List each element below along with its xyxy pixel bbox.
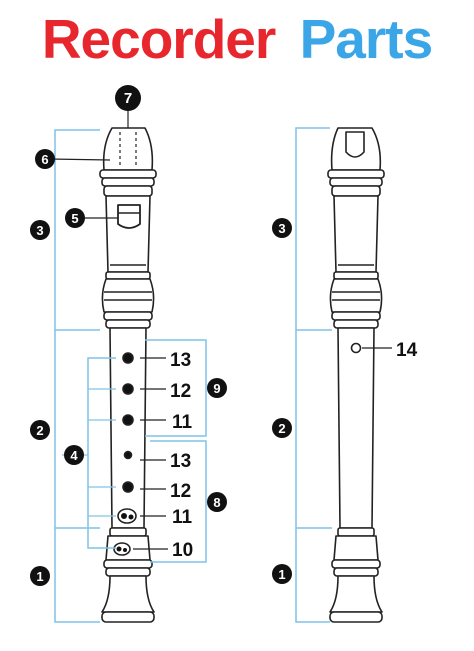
hole-12a [122, 383, 134, 395]
svg-text:4: 4 [70, 448, 78, 463]
svg-text:2: 2 [36, 423, 43, 438]
badge-3-left: 3 [30, 220, 50, 240]
svg-text:9: 9 [213, 381, 220, 396]
hole-12b [122, 481, 134, 493]
thumb-hole [350, 342, 362, 354]
back-recorder [327, 127, 385, 623]
badge-7: 7 [115, 85, 141, 111]
badge-9: 9 [207, 378, 227, 398]
badge-8: 8 [207, 492, 227, 512]
label-13-upper: 13 [170, 350, 191, 371]
badge-3-right: 3 [272, 218, 292, 238]
svg-text:8: 8 [213, 495, 220, 510]
front-brackets [54, 129, 207, 623]
title-parts: Parts [299, 8, 434, 70]
label-10: 10 [172, 540, 193, 561]
window-labium [117, 204, 141, 229]
hole-11a [122, 414, 134, 426]
badge-6: 6 [35, 149, 55, 169]
label-13-lower: 13 [170, 451, 191, 472]
svg-text:7: 7 [124, 90, 132, 107]
badge-1-left: 1 [30, 566, 50, 586]
svg-text:1: 1 [36, 569, 43, 584]
svg-text:5: 5 [71, 211, 78, 226]
svg-text:1: 1 [278, 567, 285, 582]
title-recorder: Recorder [41, 8, 276, 70]
badge-5: 5 [65, 208, 85, 228]
svg-text:3: 3 [36, 223, 43, 238]
badge-4: 4 [64, 445, 84, 465]
thumb-rest-notch [345, 131, 365, 158]
label-14: 14 [396, 340, 418, 361]
badge-1-right: 1 [272, 564, 292, 584]
beak-mouthpiece [102, 127, 154, 171]
hole-13a [122, 352, 134, 364]
back-brackets [295, 127, 332, 623]
page-title: Recorder Parts [0, 4, 474, 74]
label-11-upper: 11 [172, 412, 193, 433]
badge-2-right: 2 [272, 418, 292, 438]
front-recorder [99, 127, 157, 623]
label-11-lower: 11 [172, 507, 193, 528]
hole-13b [123, 450, 133, 460]
svg-text:3: 3 [278, 221, 285, 236]
badge-2-left: 2 [30, 420, 50, 440]
svg-text:6: 6 [41, 152, 48, 167]
label-12-upper: 12 [170, 381, 191, 402]
label-12-lower: 12 [170, 481, 191, 502]
svg-text:2: 2 [278, 421, 285, 436]
